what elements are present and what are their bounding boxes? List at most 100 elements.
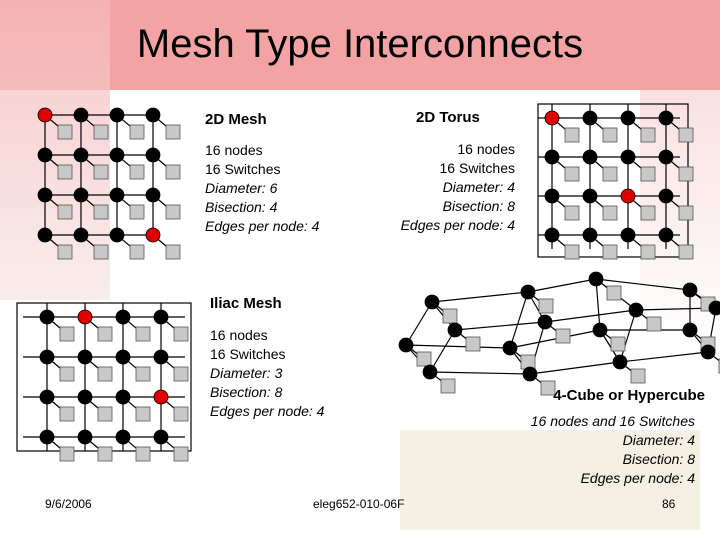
switch-box bbox=[97, 446, 113, 462]
highlighted-node bbox=[153, 389, 169, 405]
switch-box bbox=[416, 351, 432, 367]
switch-box bbox=[610, 336, 626, 352]
switch-box bbox=[59, 366, 75, 382]
switch-box bbox=[173, 446, 189, 462]
switch-box bbox=[606, 285, 622, 301]
torus-nodes: 16 nodes bbox=[457, 141, 515, 157]
switch-box bbox=[59, 406, 75, 422]
switch-box bbox=[564, 205, 580, 221]
switch-box bbox=[135, 446, 151, 462]
node bbox=[115, 389, 131, 405]
illiac-bisection: Bisection: 8 bbox=[210, 384, 283, 400]
node bbox=[115, 349, 131, 365]
mesh-heading: 2D Mesh bbox=[205, 111, 267, 128]
torus-diameter: Diameter: 4 bbox=[442, 179, 515, 195]
node bbox=[37, 147, 53, 163]
node bbox=[682, 282, 698, 298]
node bbox=[398, 337, 414, 353]
footer-course: eleg652-010-06F bbox=[313, 497, 405, 511]
node bbox=[658, 188, 674, 204]
node bbox=[582, 149, 598, 165]
node bbox=[109, 107, 125, 123]
node bbox=[77, 429, 93, 445]
node bbox=[153, 309, 169, 325]
node bbox=[73, 107, 89, 123]
switch-box bbox=[564, 166, 580, 182]
link-line bbox=[454, 321, 546, 331]
node bbox=[658, 110, 674, 126]
background-decoration bbox=[400, 430, 700, 530]
switch-box bbox=[465, 336, 481, 352]
node bbox=[115, 309, 131, 325]
link-line bbox=[509, 291, 529, 349]
node bbox=[658, 149, 674, 165]
link-line bbox=[509, 329, 601, 349]
switch-box bbox=[640, 127, 656, 143]
node bbox=[620, 149, 636, 165]
node bbox=[592, 322, 608, 338]
illiac-diameter: Diameter: 3 bbox=[210, 365, 283, 381]
switch-box bbox=[640, 205, 656, 221]
switch-box bbox=[57, 124, 73, 140]
footer-page-number: 86 bbox=[662, 497, 676, 511]
node bbox=[582, 227, 598, 243]
node bbox=[109, 227, 125, 243]
node bbox=[39, 429, 55, 445]
switch-box bbox=[564, 127, 580, 143]
node bbox=[422, 364, 438, 380]
link-line bbox=[405, 301, 433, 346]
node bbox=[39, 349, 55, 365]
node bbox=[544, 149, 560, 165]
node bbox=[73, 147, 89, 163]
link-line bbox=[544, 309, 637, 323]
switch-box bbox=[640, 166, 656, 182]
illiac-edges: Edges per node: 4 bbox=[210, 403, 325, 419]
hypercube-edges: Edges per node: 4 bbox=[580, 470, 695, 486]
switch-box bbox=[129, 164, 145, 180]
switch-box bbox=[165, 164, 181, 180]
node bbox=[708, 300, 720, 316]
title-band bbox=[0, 0, 720, 90]
hypercube-bisection: Bisection: 8 bbox=[622, 451, 695, 467]
hypercube-heading: 4-Cube or Hypercube bbox=[553, 387, 705, 404]
switch-box bbox=[97, 326, 113, 342]
switch-box bbox=[678, 205, 694, 221]
switch-box bbox=[646, 316, 662, 332]
node bbox=[77, 389, 93, 405]
highlighted-node bbox=[620, 188, 636, 204]
hypercube-diameter: Diameter: 4 bbox=[622, 432, 695, 448]
node bbox=[37, 227, 53, 243]
node bbox=[502, 340, 518, 356]
node bbox=[537, 314, 553, 330]
node bbox=[145, 107, 161, 123]
node bbox=[582, 188, 598, 204]
switch-box bbox=[93, 244, 109, 260]
torus-switches: 16 Switches bbox=[439, 160, 515, 176]
node bbox=[582, 110, 598, 126]
mesh-bisection: Bisection: 4 bbox=[205, 199, 278, 215]
torus-heading: 2D Torus bbox=[416, 109, 480, 126]
switch-box bbox=[129, 204, 145, 220]
torus-bisection: Bisection: 8 bbox=[442, 198, 515, 214]
switch-box bbox=[165, 204, 181, 220]
highlighted-node bbox=[77, 309, 93, 325]
mesh-edges: Edges per node: 4 bbox=[205, 218, 320, 234]
node bbox=[620, 227, 636, 243]
switch-box bbox=[97, 366, 113, 382]
switch-box bbox=[93, 124, 109, 140]
node bbox=[109, 187, 125, 203]
node bbox=[628, 302, 644, 318]
switch-box bbox=[165, 124, 181, 140]
switch-box bbox=[135, 366, 151, 382]
node bbox=[612, 354, 628, 370]
node bbox=[145, 147, 161, 163]
node bbox=[73, 187, 89, 203]
link-line bbox=[429, 329, 456, 373]
node bbox=[544, 227, 560, 243]
switch-box bbox=[678, 127, 694, 143]
node bbox=[522, 366, 538, 382]
link-line bbox=[527, 278, 597, 293]
switch-box bbox=[135, 326, 151, 342]
hypercube-nodes: 16 nodes and 16 Switches bbox=[530, 413, 695, 429]
switch-box bbox=[564, 244, 580, 260]
